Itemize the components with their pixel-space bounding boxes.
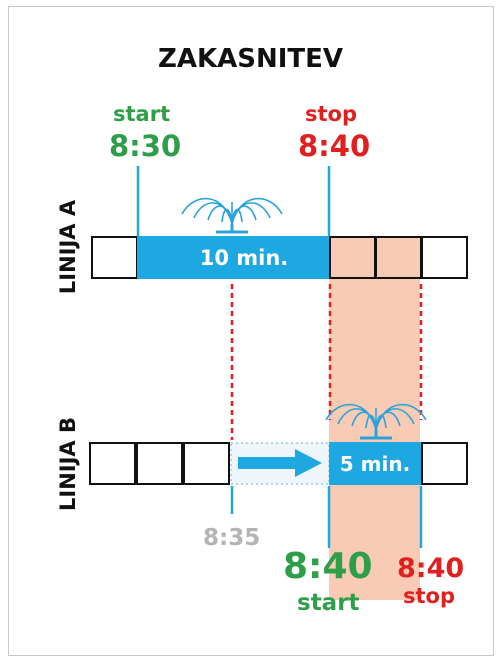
line-a-start-word: start — [113, 102, 171, 126]
line-b-stop-time: 8:40 — [397, 553, 465, 584]
line-a-start-time: 8:30 — [109, 129, 182, 163]
line-b-label: LINIJA B — [56, 417, 80, 511]
line-b-box — [183, 442, 230, 485]
overlap-highlight — [329, 236, 420, 600]
line-b-box — [421, 442, 468, 485]
line-a-box — [375, 236, 422, 279]
line-b-box — [89, 442, 136, 485]
delay-arrow — [238, 449, 322, 477]
line-b-start-word: start — [297, 590, 360, 616]
sprinkler-icon — [181, 197, 283, 234]
diagram-title: ZAKASNITEV — [157, 44, 344, 74]
line-a-stop-word: stop — [305, 102, 357, 126]
line-a-box — [421, 236, 468, 279]
line-a-box — [91, 236, 138, 279]
line-a-active-bar — [137, 236, 330, 279]
line-b-planned-time: 8:35 — [203, 525, 261, 551]
line-b-bar-label: 5 min. — [340, 452, 410, 476]
line-b-box — [136, 442, 183, 485]
line-b-stop-word: stop — [403, 584, 455, 608]
line-a-bar-label: 10 min. — [200, 246, 289, 270]
line-a-label: LINIJA A — [56, 199, 80, 295]
sprinkler-icon — [325, 403, 427, 440]
line-a-box — [329, 236, 376, 279]
line-a-stop-time: 8:40 — [298, 129, 371, 163]
line-b-active-bar — [329, 442, 421, 485]
line-b-start-time: 8:40 — [283, 546, 373, 587]
